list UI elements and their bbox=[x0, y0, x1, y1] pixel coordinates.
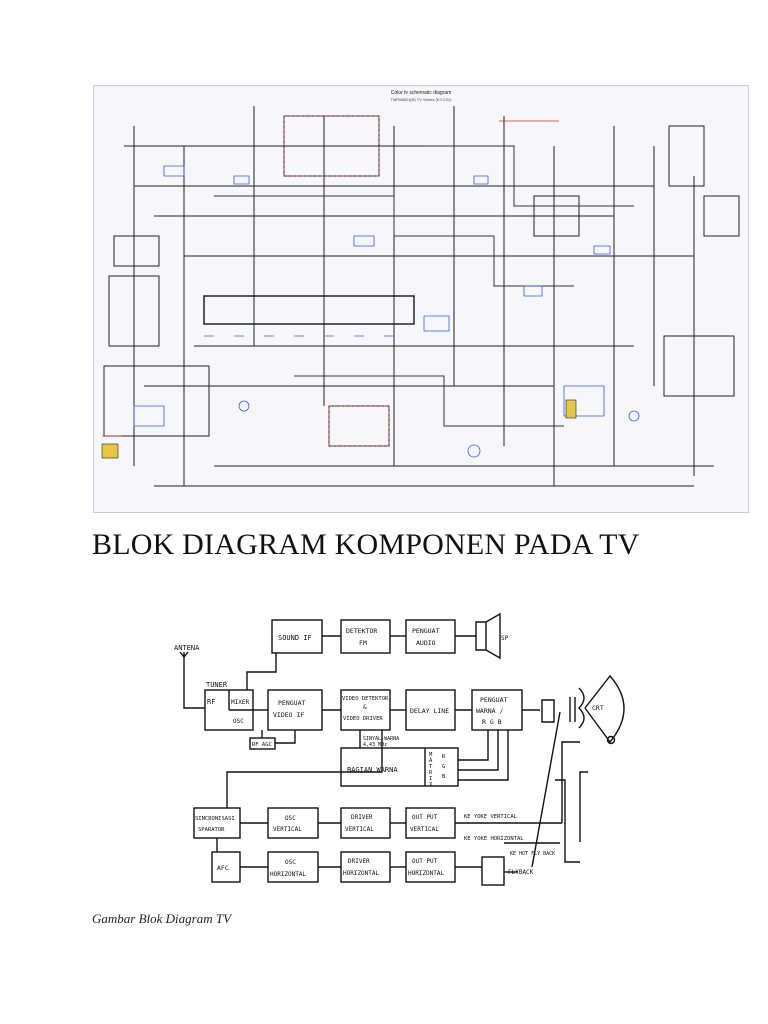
label-matrix-a: A bbox=[429, 758, 433, 764]
label-sinyal-warna-2: 4,43 MHz bbox=[363, 742, 387, 748]
label-driver-v-1: DRIVER bbox=[351, 814, 373, 821]
diagram-labels: ANTENA TUNER RF MIXER OSC RF AGC SOUND I… bbox=[174, 627, 604, 878]
label-speaker: SP bbox=[501, 635, 509, 642]
schematic-subtitle: TMPA8821(N) TV Series (K3.C01) bbox=[390, 97, 452, 102]
label-osc-h-2: HORIZONTAL bbox=[270, 871, 307, 878]
label-afc: AFC bbox=[217, 864, 229, 872]
label-fm: FM bbox=[359, 639, 367, 647]
label-video-det-2: & bbox=[363, 704, 367, 711]
label-penguat-audio-1: PENGUAT bbox=[412, 627, 439, 635]
label-driver-h-2: HORIZONTAL bbox=[343, 870, 380, 877]
schematic-drawing bbox=[94, 86, 748, 512]
label-penguat-if-2: VIDEO IF bbox=[273, 711, 304, 719]
label-rf-agc: RF AGC bbox=[252, 742, 272, 748]
label-output-v-2: VERTICAL bbox=[410, 826, 439, 833]
label-penguat-audio-2: AUDIO bbox=[416, 639, 436, 647]
label-osc-v-2: VERTICAL bbox=[273, 826, 302, 833]
label-tuner-osc: OSC bbox=[233, 718, 244, 725]
tv-block-diagram: ANTENA TUNER RF MIXER OSC RF AGC SOUND I… bbox=[174, 612, 625, 886]
label-osc-v-1: OSC bbox=[285, 815, 296, 822]
label-osc-h-1: OSC bbox=[285, 859, 296, 866]
label-driver-h-1: DRIVER bbox=[348, 858, 370, 865]
label-penguat-warna-2: WARNA / bbox=[476, 707, 503, 715]
label-antenna: ANTENA bbox=[174, 644, 200, 652]
label-output-h-1: OUT PUT bbox=[412, 858, 438, 865]
label-detektor: DETEKTOR bbox=[346, 627, 377, 635]
label-ke-yoke-vertical: KE YOKE VERTICAL bbox=[464, 814, 518, 820]
label-matrix-m: M bbox=[429, 752, 433, 758]
page-heading: BLOK DIAGRAM KOMPONEN PADA TV bbox=[92, 528, 640, 561]
label-mixer: MIXER bbox=[231, 699, 249, 706]
label-sparator: SPARATOR bbox=[198, 827, 225, 833]
label-flyback: FLYBACK bbox=[508, 869, 534, 876]
label-driver-v-2: VERTICAL bbox=[345, 826, 374, 833]
label-sincronisasi: SINCRONISASI bbox=[195, 816, 235, 822]
label-matrix-x: X bbox=[429, 782, 433, 788]
label-penguat-warna-1: PENGUAT bbox=[480, 696, 507, 704]
label-output-h-2: HORIZONTAL bbox=[408, 870, 445, 877]
label-ke-hot-fly-back: KE HOT FLY BACK bbox=[510, 851, 555, 857]
label-rf: RF bbox=[207, 698, 215, 706]
label-tuner: TUNER bbox=[206, 681, 228, 689]
label-penguat-if-1: PENGUAT bbox=[278, 699, 305, 707]
label-penguat-warna-3: R G B bbox=[482, 718, 502, 726]
label-bagian-warna: BAGIAN WARNA bbox=[347, 766, 398, 774]
label-sinyal-warna-1: SINYAL WARNA bbox=[363, 736, 399, 742]
schematic-image: Color tv schematic diagram TMPA8821(N) T… bbox=[93, 85, 749, 513]
schematic-title: Color tv schematic diagram bbox=[390, 90, 452, 96]
label-g: G bbox=[442, 764, 445, 770]
label-crt: CRT bbox=[592, 704, 604, 712]
label-video-det-3: VIDEO DRIVER bbox=[343, 716, 383, 722]
label-output-v-1: OUT PUT bbox=[412, 814, 438, 821]
label-r: R bbox=[442, 754, 446, 760]
figure-caption: Gambar Blok Diagram TV bbox=[92, 911, 232, 926]
label-sound-if: SOUND IF bbox=[278, 634, 312, 642]
label-video-det-1: VIDEO DETEKTOR bbox=[342, 696, 389, 702]
label-matrix-r: R bbox=[429, 770, 433, 776]
label-matrix-t: T bbox=[429, 764, 433, 770]
label-delay-line: DELAY LINE bbox=[410, 707, 449, 715]
label-matrix-i: I bbox=[429, 776, 432, 782]
label-ke-yoke-horizontal: KE YOKE HORIZONTAL bbox=[464, 836, 524, 842]
label-b: B bbox=[442, 774, 446, 780]
